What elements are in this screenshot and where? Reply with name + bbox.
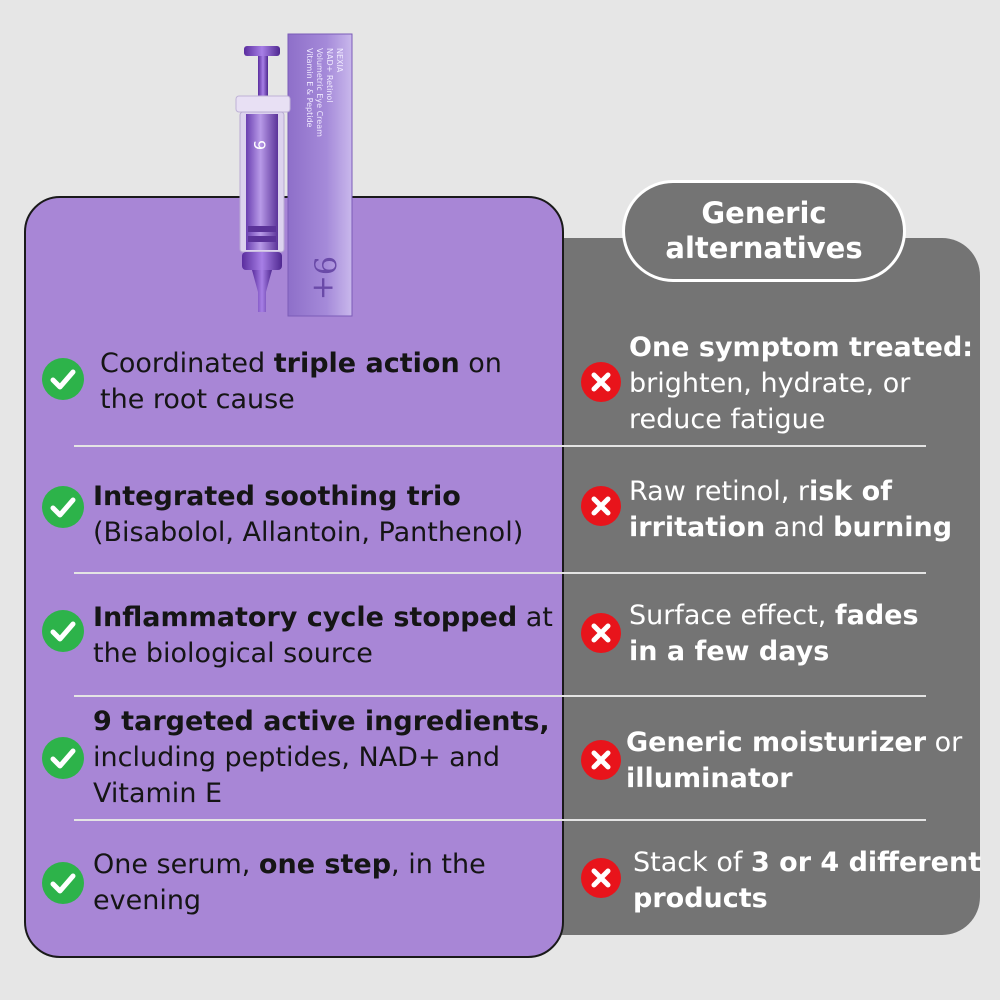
- left-text-line: the root cause: [100, 382, 502, 418]
- right-text-line: reduce fatigue: [629, 402, 973, 438]
- check-icon: [42, 610, 84, 652]
- left-text-segment: Vitamin E: [93, 778, 223, 809]
- check-icon: [42, 862, 84, 904]
- left-text-segment: One serum,: [93, 849, 259, 880]
- product-benefits-panel: [24, 196, 564, 958]
- svg-text:9: 9: [250, 140, 269, 150]
- right-text-segment: brighten, hydrate, or: [629, 368, 911, 399]
- product-benefit-text: 9 targeted active ingredients, including …: [93, 704, 550, 812]
- left-text-line: the biological source: [93, 636, 553, 672]
- cross-icon: [581, 858, 621, 898]
- left-text-segment: the root cause: [100, 384, 295, 415]
- box-label-line-4: Vitamin E & Peptide: [305, 48, 314, 128]
- right-text-line: irritation and burning: [629, 510, 952, 546]
- left-text-segment: Coordinated: [100, 348, 274, 379]
- right-text-line: One symptom treated:: [629, 330, 973, 366]
- product-benefit-text: Integrated soothing trio (Bisabolol, Alla…: [93, 479, 523, 551]
- cross-icon: [581, 486, 621, 526]
- right-text-line: in a few days: [629, 634, 919, 670]
- left-text-segment: , in the: [391, 849, 486, 880]
- right-text-segment: isk of: [808, 476, 892, 507]
- right-text-segment: or: [926, 727, 963, 758]
- left-text-segment: evening: [93, 885, 202, 916]
- right-text-segment: Stack of: [633, 847, 751, 878]
- check-icon: [42, 737, 84, 779]
- header-line-2: alternatives: [665, 231, 863, 265]
- check-icon: [42, 486, 84, 528]
- box-label-line-3: Volumetric Eye Cream: [315, 48, 324, 137]
- row-separator: [74, 572, 926, 574]
- left-text-line: Coordinated triple action on: [100, 346, 502, 382]
- right-text-segment: 3 or 4 different: [750, 847, 982, 878]
- generic-alternatives-panel: [520, 238, 980, 935]
- generic-drawback-text: One symptom treated: brighten, hydrate, o…: [629, 330, 973, 438]
- left-text-line: Vitamin E: [93, 776, 550, 812]
- right-text-line: Surface effect, fades: [629, 598, 919, 634]
- box-label-line-2: NAD+ Retinol: [325, 48, 334, 103]
- left-text-segment: (Bisabolol, Allantoin, Panthenol): [93, 517, 524, 548]
- row-separator: [74, 695, 926, 697]
- serum-syringe-and-box-image: 9 9+ NEXIA NAD+ Retinol Volumetric Eye C…: [226, 30, 356, 320]
- right-text-segment: and: [765, 512, 834, 543]
- right-text-segment: fades: [834, 600, 919, 631]
- product-illustration: 9 9+: [235, 33, 353, 317]
- left-text-segment: including peptides, NAD+ and: [93, 742, 500, 773]
- left-text-line: Inflammatory cycle stopped at: [93, 600, 553, 636]
- right-text-line: products: [633, 881, 981, 917]
- cross-icon: [581, 362, 621, 402]
- right-text-segment: reduce fatigue: [629, 404, 826, 435]
- right-text-line: Raw retinol, risk of: [629, 474, 952, 510]
- left-text-line: 9 targeted active ingredients,: [93, 704, 550, 740]
- right-text-line: brighten, hydrate, or: [629, 366, 973, 402]
- right-text-segment: burning: [833, 512, 953, 543]
- left-text-line: Integrated soothing trio: [93, 479, 523, 515]
- right-text-line: Stack of 3 or 4 different: [633, 845, 981, 881]
- left-text-line: (Bisabolol, Allantoin, Panthenol): [93, 515, 523, 551]
- right-text-segment: products: [633, 883, 768, 914]
- right-text-segment: Surface effect,: [629, 600, 835, 631]
- right-text-segment: irritation: [629, 512, 766, 543]
- left-text-segment: 9 targeted active ingredients,: [93, 706, 550, 737]
- left-text-segment: triple action: [273, 348, 460, 379]
- left-text-segment: at: [517, 602, 553, 633]
- right-text-segment: in a few days: [629, 636, 830, 667]
- cross-icon: [581, 740, 621, 780]
- left-text-line: evening: [93, 883, 486, 919]
- left-text-segment: one step: [258, 849, 392, 880]
- header-line-1: Generic: [701, 196, 827, 230]
- left-text-line: including peptides, NAD+ and: [93, 740, 550, 776]
- right-text-segment: Raw retinol, r: [629, 476, 809, 507]
- right-text-segment: Generic moisturizer: [626, 727, 927, 758]
- cross-icon: [581, 613, 621, 653]
- right-text-line: Generic moisturizer or: [626, 725, 962, 761]
- row-separator: [74, 445, 926, 447]
- svg-text:9+: 9+: [306, 256, 341, 300]
- box-label-line-1: NEXIA: [335, 48, 344, 73]
- left-text-segment: on: [459, 348, 502, 379]
- right-text-segment: One symptom treated:: [629, 332, 974, 363]
- right-text-line: illuminator: [626, 761, 962, 797]
- generic-alternatives-header: Generic alternatives: [622, 180, 906, 282]
- right-text-segment: illuminator: [626, 763, 793, 794]
- row-separator: [74, 819, 926, 821]
- left-text-segment: Integrated soothing trio: [93, 481, 461, 512]
- left-text-segment: the biological source: [93, 638, 373, 669]
- left-text-line: One serum, one step, in the: [93, 847, 486, 883]
- check-icon: [42, 358, 84, 400]
- left-text-segment: Inflammatory cycle stopped: [93, 602, 518, 633]
